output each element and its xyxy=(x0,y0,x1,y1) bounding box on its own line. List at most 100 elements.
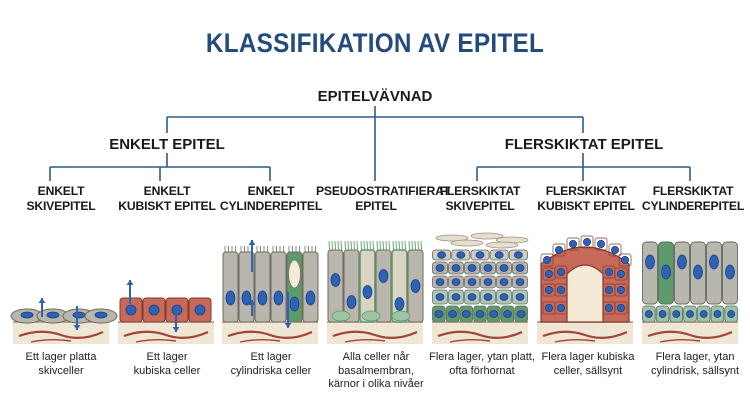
cell-nucleus xyxy=(605,303,614,312)
cell-nucleus xyxy=(693,264,703,280)
cuboidal-cell xyxy=(552,243,566,257)
cell-nucleus xyxy=(194,304,206,316)
cell-nucleus xyxy=(658,310,667,318)
blood-vessel xyxy=(542,330,628,339)
cilium xyxy=(376,240,378,251)
cell-nucleus xyxy=(583,237,592,246)
connective-tissue xyxy=(13,322,109,344)
cuboidal-cell xyxy=(614,283,628,297)
cilium xyxy=(398,240,400,251)
cell-nucleus xyxy=(597,239,606,248)
cell-nucleus xyxy=(499,278,509,286)
columnar-cell xyxy=(254,251,271,323)
blood-vessel xyxy=(332,330,418,339)
cell-nucleus xyxy=(514,251,523,259)
cilium xyxy=(417,240,419,251)
keratin-flake xyxy=(450,239,484,247)
cell-nucleus xyxy=(499,293,509,301)
cuboidal-cell xyxy=(580,235,594,249)
ciliated-cell xyxy=(375,249,392,323)
cell-nucleus xyxy=(483,293,493,301)
cell-nucleus xyxy=(557,285,566,294)
cell-nucleus xyxy=(727,310,736,318)
arrowhead xyxy=(172,327,180,332)
cilium xyxy=(388,240,390,251)
cell-nucleus xyxy=(273,290,284,306)
cell-nucleus xyxy=(569,239,578,248)
cell-nucleus xyxy=(557,303,566,312)
cell-nucleus xyxy=(467,264,477,272)
cell-nucleus xyxy=(699,310,708,318)
blood-vessel xyxy=(647,330,733,339)
cell-nucleus xyxy=(605,267,614,276)
connective-tissue xyxy=(118,322,214,344)
cilium xyxy=(360,240,362,251)
keratin-flake xyxy=(485,241,519,249)
basal-cell xyxy=(361,310,381,322)
panel-stratified-squamous xyxy=(432,232,529,344)
cilium xyxy=(340,240,342,251)
cell-nucleus xyxy=(677,254,687,270)
root-node-label: EPITELVÄVNAD xyxy=(317,88,433,105)
cuboidal-cell xyxy=(554,265,568,279)
blood-vessel xyxy=(239,339,281,343)
cell-nucleus xyxy=(448,310,457,318)
cilium xyxy=(392,240,394,251)
cell-nucleus xyxy=(545,303,554,312)
group-label-simple: ENKELT EPITEL xyxy=(109,136,225,153)
cilium xyxy=(350,240,352,251)
cell-nucleus xyxy=(451,293,461,301)
blood-vessel xyxy=(227,330,313,339)
cell-nucleus xyxy=(467,278,477,286)
cell-nucleus xyxy=(489,310,499,318)
cilium xyxy=(331,240,333,251)
blood-vessel xyxy=(18,330,104,339)
tissue-illustrations xyxy=(10,232,738,344)
cuboidal-cell xyxy=(608,243,622,257)
blood-vessel xyxy=(449,339,491,343)
cell-nucleus xyxy=(557,267,566,276)
cuboidal-cell xyxy=(614,267,628,281)
cell-nucleus xyxy=(543,255,552,264)
duct-lumen xyxy=(566,264,604,323)
panel-simple-cuboidal xyxy=(118,280,214,344)
cell-nucleus xyxy=(503,310,512,318)
cell-nucleus xyxy=(305,290,316,306)
cilium xyxy=(382,240,384,251)
cell-nucleus xyxy=(617,303,626,312)
cilium xyxy=(401,240,403,251)
cell-nucleus xyxy=(499,264,509,272)
cell-nucleus xyxy=(346,295,357,309)
cuboidal-cell xyxy=(540,253,554,267)
panel-stratified-columnar xyxy=(642,241,738,344)
cilium xyxy=(395,240,397,251)
panel-pseudostratified xyxy=(327,240,424,344)
cell-nucleus xyxy=(617,285,626,294)
cell-nucleus xyxy=(617,269,626,278)
mucus-granule xyxy=(288,259,301,289)
cell-nucleus xyxy=(605,285,614,294)
cilium xyxy=(411,240,413,251)
cuboidal-cell xyxy=(618,253,632,267)
cilium xyxy=(347,240,349,251)
cell-nucleus xyxy=(644,310,653,318)
blood-vessel xyxy=(135,339,177,343)
panel-simple-columnar xyxy=(222,240,319,344)
cilium xyxy=(366,240,368,251)
cell-nucleus xyxy=(437,251,447,259)
cell-nucleus xyxy=(515,293,525,301)
cell-nucleus xyxy=(515,264,525,272)
arrowhead xyxy=(126,280,134,285)
cell-nucleus xyxy=(225,290,236,306)
cilium xyxy=(328,240,330,251)
cell-nucleus xyxy=(545,285,554,294)
cell-nucleus xyxy=(467,293,477,301)
arrowhead xyxy=(248,300,256,305)
